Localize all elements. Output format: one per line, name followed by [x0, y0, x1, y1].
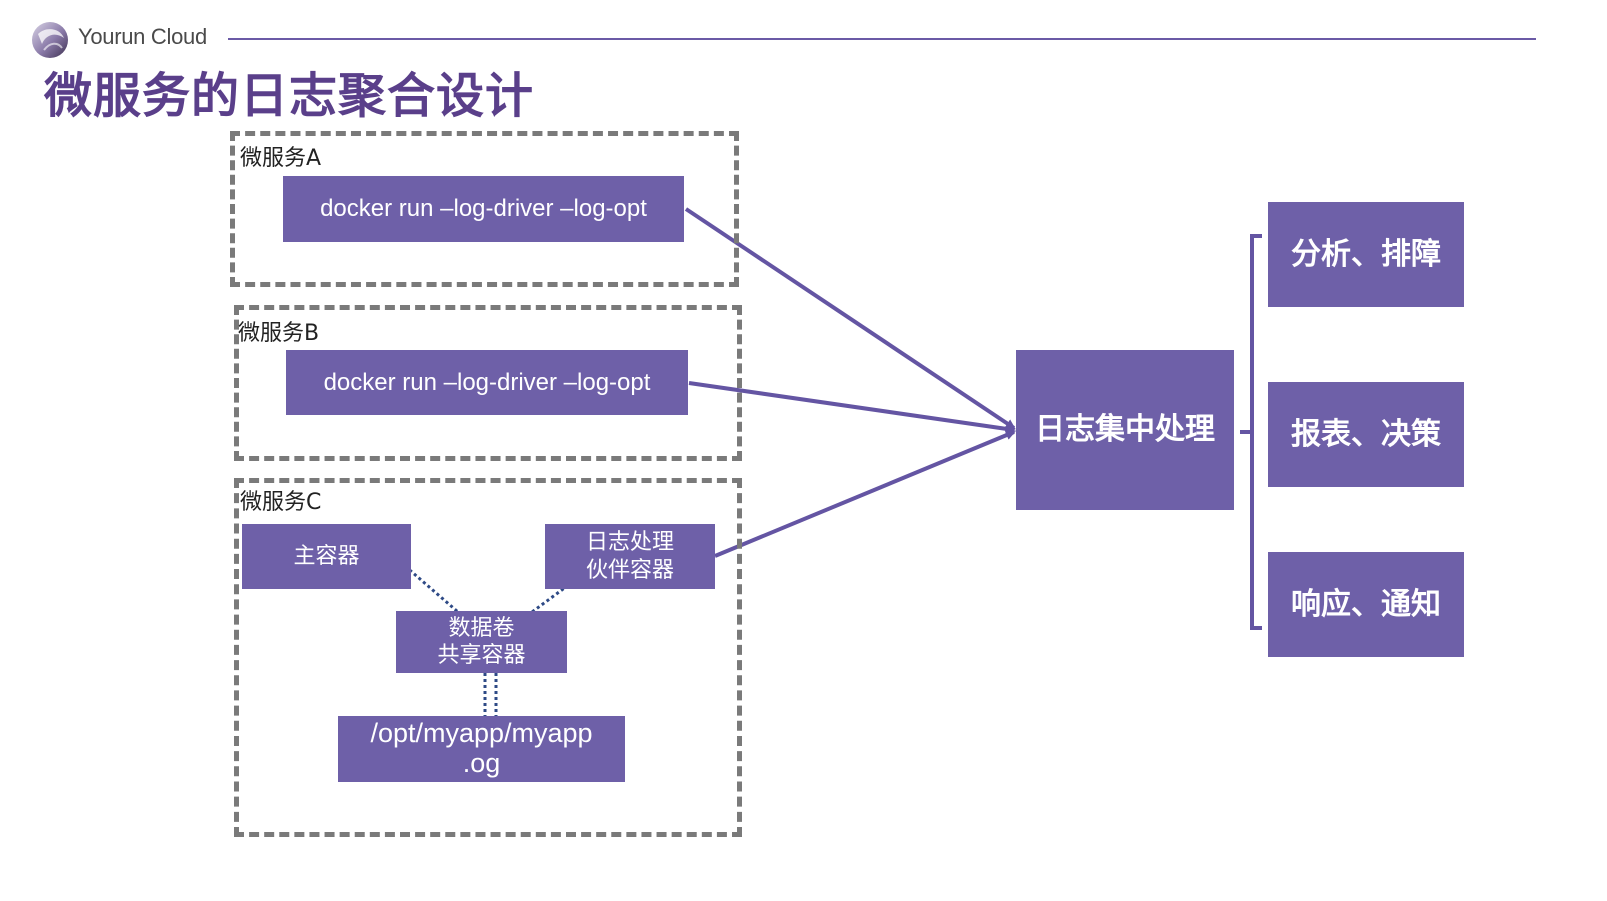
sidecar-label-line1: 日志处理: [585, 530, 674, 555]
log-path-line2: .og: [462, 748, 501, 778]
central-log-processing-box: 日志集中处理: [1016, 350, 1234, 510]
volume-label-line1: 数据卷: [448, 615, 515, 641]
log-sidecar-container-box: 日志处理 伙伴容器: [545, 524, 715, 589]
service-a-label: 微服务A: [240, 146, 322, 171]
service-c-label: 微服务C: [240, 490, 322, 515]
output-report-box: 报表、决策: [1268, 382, 1464, 487]
header-divider: [228, 38, 1536, 40]
volume-label-line2: 共享容器: [437, 643, 526, 668]
log-file-path-box: /opt/myapp/myapp .og: [338, 716, 625, 782]
sidecar-label-line2: 伙伴容器: [585, 557, 674, 583]
output-notify-box: 响应、通知: [1268, 552, 1464, 657]
shared-volume-container-box: 数据卷 共享容器: [396, 611, 567, 673]
service-a-container: [230, 131, 739, 287]
logo-swirl-icon: [32, 22, 68, 58]
service-b-label: 微服务B: [238, 321, 320, 346]
brand-logo: Yourun Cloud: [30, 18, 215, 60]
service-b-container: [234, 305, 742, 461]
arrow-service-a-to-center: [684, 207, 1016, 430]
service-b-command-box: docker run –log-driver –log-opt: [286, 350, 688, 415]
log-path-line1: /opt/myapp/myapp: [370, 718, 593, 749]
logo-text: Yourun Cloud: [78, 24, 207, 49]
service-a-command-box: docker run –log-driver –log-opt: [283, 176, 684, 242]
service-c-container: [234, 478, 742, 837]
arrow-service-c-to-center: [714, 430, 1016, 558]
page-title: 微服务的日志聚合设计: [44, 68, 535, 124]
arrow-service-b-to-center: [688, 381, 1016, 434]
main-container-box: 主容器: [242, 524, 411, 589]
output-bracket: [1240, 234, 1262, 630]
output-analysis-box: 分析、排障: [1268, 202, 1464, 307]
